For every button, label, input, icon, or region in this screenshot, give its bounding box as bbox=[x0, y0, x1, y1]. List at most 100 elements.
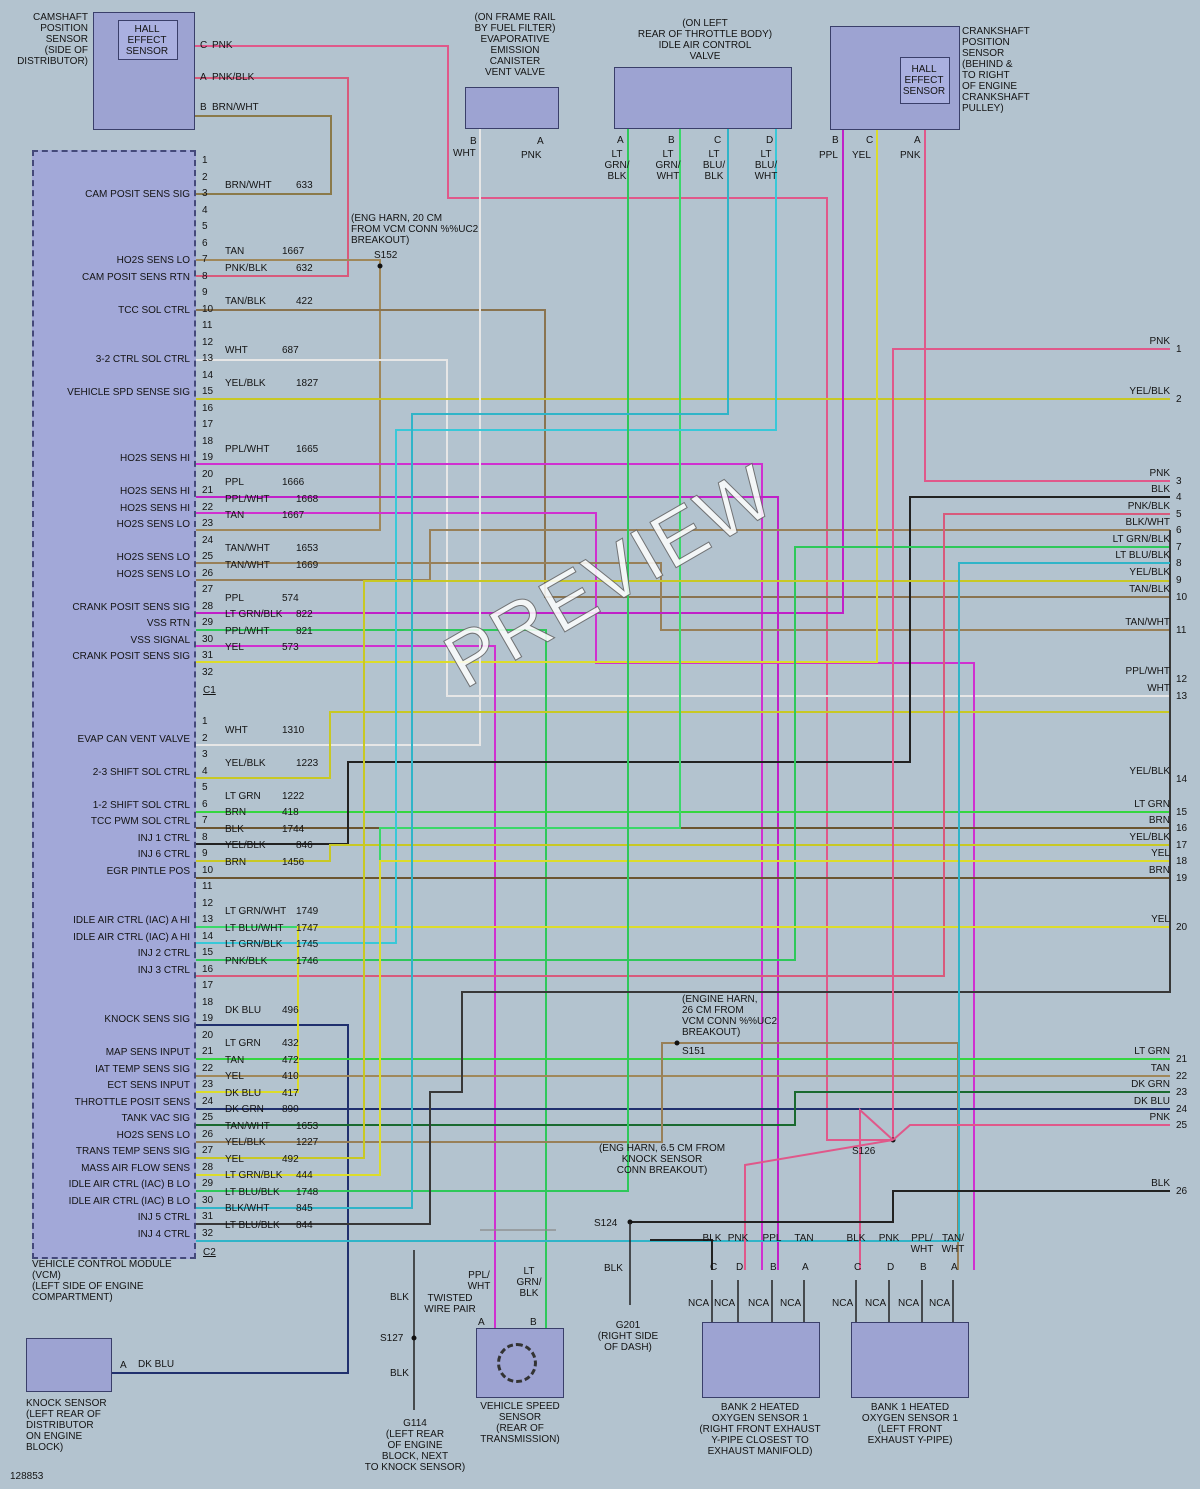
c1_pins-pin-28-color: PPL bbox=[225, 592, 244, 604]
c2_pins-pin-29-name: IDLE AIR CTRL (IAC) B LO bbox=[68, 1179, 190, 1190]
c1_pins-pin-15-circuit: 1827 bbox=[296, 378, 319, 389]
c2_pins-pin-16: 16 bbox=[202, 963, 214, 975]
c2_pins-pin-15-circuit: 1745 bbox=[296, 939, 319, 950]
vcm-label: VEHICLE CONTROL MODULE (VCM) (LEFT SIDE … bbox=[32, 1259, 172, 1303]
c2_pins-pin-9-circuit: 846 bbox=[296, 840, 313, 851]
c1_pins-pin-22-circuit: 1668 bbox=[296, 493, 319, 505]
c2_pins-pin-12: 12 bbox=[202, 897, 214, 909]
offpage-15-color: LT GRN bbox=[1134, 799, 1170, 810]
o2_bank1-wire-1: PNK bbox=[878, 1233, 900, 1244]
wire-c1-28-ppl bbox=[192, 128, 844, 614]
c2_pins-pin-29: 29 bbox=[202, 1178, 214, 1189]
c1_pins-pin-23-name: HO2S SENS LO bbox=[116, 519, 190, 530]
offpage-20-number: 20 bbox=[1176, 922, 1188, 933]
c1_pins-pin-26-circuit: 1669 bbox=[296, 559, 319, 571]
offpage-12-color: PPL/WHT bbox=[1125, 666, 1170, 677]
c2_pins-pin-2-name: EVAP CAN VENT VALVE bbox=[77, 733, 190, 745]
c2_pins-pin-2-circuit: 1310 bbox=[282, 724, 305, 736]
o2_bank2-nca-1: NCA bbox=[714, 1298, 736, 1309]
c2_pins-pin-24-circuit: 417 bbox=[282, 1087, 299, 1099]
offpage-9-number: 9 bbox=[1176, 575, 1182, 586]
wire-s124-to-o2-blk bbox=[650, 1239, 713, 1270]
c2_pins-pin-26: 26 bbox=[202, 1128, 214, 1140]
c1_pins-pin-12: 12 bbox=[202, 336, 214, 348]
c1_pins-pin-8: 8 bbox=[202, 270, 208, 282]
c2_pins-pin-28-name: MASS AIR FLOW SENS bbox=[81, 1162, 190, 1174]
c1_pins-pin-29-name: VSS RTN bbox=[146, 618, 190, 629]
wire-c2-31-blkwht bbox=[192, 530, 1171, 1225]
c2_pins-pin-16-color: PNK/BLK bbox=[225, 955, 268, 967]
c2_pins-pin-13: 13 bbox=[202, 914, 214, 925]
evap-pin-0: B bbox=[470, 136, 477, 147]
offpage-4-number: 4 bbox=[1176, 492, 1182, 503]
c2_pins-pin-11: 11 bbox=[202, 881, 213, 892]
c2_pins-pin-23-color: YEL bbox=[225, 1071, 244, 1082]
c2_pins-pin-30-circuit: 1748 bbox=[296, 1186, 319, 1198]
c1_pins-pin-9: 9 bbox=[202, 287, 208, 298]
offpage-19-color: BRN bbox=[1148, 865, 1170, 876]
crank-pin-0: B bbox=[832, 135, 839, 146]
offpage-7-color: LT GRN/BLK bbox=[1112, 534, 1170, 545]
c2_pins-pin-26-name: HO2S SENS LO bbox=[116, 1129, 190, 1141]
offpage-22-number: 22 bbox=[1176, 1071, 1188, 1082]
evap-wire-0: WHT bbox=[453, 148, 476, 159]
cam-wire-2: BRN/WHT bbox=[212, 102, 259, 113]
offpage-6-number: 6 bbox=[1176, 525, 1182, 536]
c2_pins-pin-27-name: TRANS TEMP SENS SIG bbox=[75, 1146, 190, 1157]
g114-wire-color-2: BLK bbox=[390, 1368, 409, 1379]
c2_pins-pin-9-name: INJ 6 CTRL bbox=[137, 849, 190, 860]
crankshaft-hall-effect-box bbox=[900, 57, 950, 104]
c2_pins-pin-10-color: BRN bbox=[225, 856, 247, 868]
offpage-10-color: TAN/BLK bbox=[1129, 584, 1170, 595]
c1_pins-pin-19-name: HO2S SENS HI bbox=[119, 453, 190, 464]
c2_pins-pin-30-color: LT BLU/BLK bbox=[225, 1186, 280, 1198]
offpage-16-color: BRN bbox=[1148, 815, 1170, 826]
c1_pins-pin-1: 1 bbox=[202, 155, 208, 166]
camshaft-hall-effect-box bbox=[118, 20, 178, 60]
vss-twisted-pair-label: TWISTED WIRE PAIR bbox=[424, 1293, 476, 1315]
c1_pins-pin-18: 18 bbox=[202, 435, 214, 447]
offpage-24-number: 24 bbox=[1176, 1104, 1188, 1115]
c1_pins-pin-30-circuit: 821 bbox=[296, 625, 313, 637]
c2_pins-pin-4: 4 bbox=[202, 765, 208, 777]
c1_pins-pin-5: 5 bbox=[202, 221, 208, 232]
offpage-22-color: TAN bbox=[1150, 1063, 1170, 1074]
offpage-14-number: 14 bbox=[1176, 774, 1188, 785]
crank-wire-1: YEL bbox=[852, 150, 871, 161]
c1_pins-pin-8-color: PNK/BLK bbox=[225, 262, 268, 274]
c1_pins-pin-24: 24 bbox=[202, 534, 214, 546]
c1_pins-pin-30: 30 bbox=[202, 633, 214, 645]
c1_pins-pin-21-circuit: 1666 bbox=[282, 477, 305, 488]
c2_pins-pin-10: 10 bbox=[202, 864, 214, 876]
vss-label: VEHICLE SPEED SENSOR (REAR OF TRANSMISSI… bbox=[480, 1401, 560, 1445]
iac-valve-box bbox=[614, 67, 792, 129]
cam-pin-B: B bbox=[200, 102, 207, 113]
c1_pins-pin-7-color: TAN bbox=[225, 246, 245, 257]
c1_pins-pin-15: 15 bbox=[202, 386, 214, 397]
offpage-1-number: 1 bbox=[1176, 344, 1182, 355]
vcm-c2-label: C2 bbox=[203, 1247, 216, 1258]
c1_pins-pin-17: 17 bbox=[202, 419, 214, 430]
c1_pins-pin-10: 10 bbox=[202, 303, 214, 315]
o2_bank1-pin-3: A bbox=[951, 1262, 958, 1273]
c1_pins-pin-28-circuit: 574 bbox=[282, 592, 299, 604]
camshaft-sensor-label: CAMSHAFT POSITION SENSOR (SIDE OF DISTRI… bbox=[17, 12, 88, 67]
c2_pins-pin-19: 19 bbox=[202, 1013, 214, 1024]
c1_pins-pin-22-name: HO2S SENS HI bbox=[119, 502, 190, 514]
c1_pins-pin-31-name: CRANK POSIT SENS SIG bbox=[72, 651, 190, 662]
evap-pin-1: A bbox=[537, 136, 544, 147]
o2_bank1-nca-2: NCA bbox=[898, 1298, 920, 1309]
knock-sensor-box bbox=[26, 1338, 112, 1392]
c1_pins-pin-25-name: HO2S SENS LO bbox=[116, 552, 190, 563]
c2_pins-pin-32: 32 bbox=[202, 1227, 214, 1239]
c1_pins-pin-10-name: TCC SOL CTRL bbox=[118, 304, 190, 316]
c2_pins-pin-25-name: TANK VAC SIG bbox=[121, 1113, 190, 1124]
crank-pin-1: C bbox=[866, 135, 874, 146]
c2_pins-pin-22: 22 bbox=[202, 1062, 214, 1074]
c2_pins-pin-17: 17 bbox=[202, 980, 214, 991]
crank-pin-2: A bbox=[914, 135, 921, 146]
vss-wire-b-color: LT GRN/ BLK bbox=[516, 1266, 542, 1299]
c1_pins-pin-25: 25 bbox=[202, 551, 214, 562]
c1_pins-pin-29-color: LT GRN/BLK bbox=[225, 609, 283, 620]
wire-crank-a-pnk bbox=[924, 128, 1170, 482]
